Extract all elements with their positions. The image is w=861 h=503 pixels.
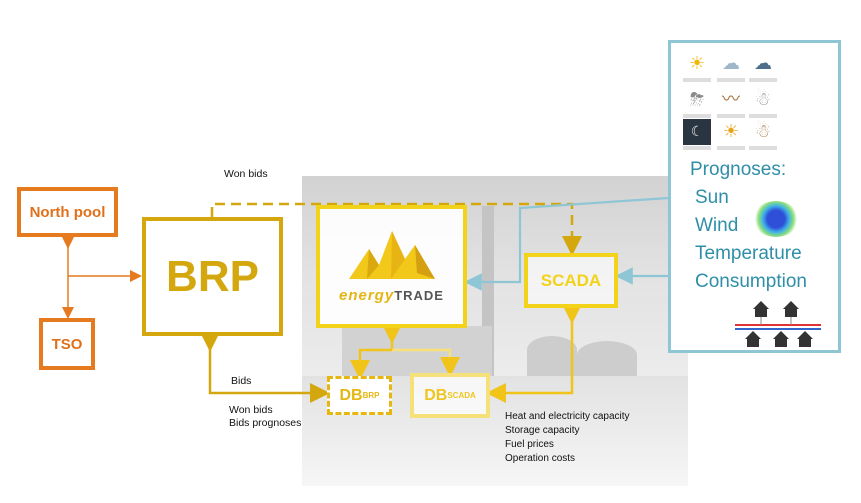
edge-scada-dbscada [486, 304, 582, 403]
db-scada-label: DB [424, 386, 448, 404]
db-input-item: Fuel prices [505, 439, 554, 450]
sun-icon: ☀ [688, 53, 706, 73]
north-pool-label: North pool [29, 203, 106, 221]
weather-icon-caption [749, 78, 777, 82]
brp-label: BRP [166, 251, 259, 301]
cloud-icon: ☁ [722, 53, 740, 73]
prognoses-title: Prognoses: [690, 159, 787, 180]
edge-prog-scada [464, 196, 669, 291]
prognosis-sun: Sun [695, 187, 729, 208]
energytrade-wordmark: energyTRADE [339, 287, 444, 304]
db-inputs-list: Heat and electricity capacity Storage ca… [505, 410, 630, 466]
db-brp-subscript: BRP [362, 391, 380, 400]
weather-icon-caption [717, 78, 745, 82]
db-brp-label: DB [339, 386, 363, 404]
tso-label: TSO [51, 335, 83, 353]
storm-icon: ⛈ [689, 89, 705, 109]
houses-network-icon [735, 301, 821, 347]
db-scada-subscript: SCADA [447, 391, 476, 400]
tso-box: TSO [39, 318, 95, 370]
db-input-item: Operation costs [505, 453, 576, 464]
edge-et-dbs [350, 324, 402, 380]
rain-cloud-icon: ☁ [754, 53, 772, 73]
weather-icon-caption [749, 114, 777, 118]
weather-icon-caption [683, 78, 711, 82]
energytrade-logo-icon [348, 231, 435, 279]
thermometer-snow-icon: ☃ [754, 121, 772, 141]
weather-icon-caption [683, 114, 711, 118]
wind-map-icon [753, 201, 799, 237]
weather-icon-caption [717, 146, 745, 150]
prognosis-wind: Wind [695, 215, 739, 236]
thermometer-sun-icon: ☀ [722, 121, 740, 141]
prognoses-panel: ☀ ☁ ☁ ⛈ 〰 ☃ ☾ ☀ ☃ Prognoses: Sun Wind Temperatur… [668, 40, 841, 353]
north-pool-box: North pool [17, 187, 118, 237]
scada-label: SCADA [540, 270, 602, 290]
edge-brp-dbbrp [200, 332, 330, 403]
scada-box: SCADA [524, 253, 618, 308]
prognosis-temperature: Temperature [695, 243, 802, 264]
edge-et-dbscada [392, 348, 460, 377]
weather-icon-caption [683, 146, 711, 150]
bids-prognoses-label: Bids prognoses [229, 417, 302, 429]
won-bids-top-label: Won bids [224, 168, 268, 180]
wind-icon: 〰 [722, 89, 740, 109]
weather-icon-caption [717, 114, 745, 118]
prognosis-consumption: Consumption [695, 271, 807, 292]
edge-won-bids [210, 202, 582, 256]
db-input-item: Heat and electricity capacity [505, 411, 630, 422]
energytrade-word-trade: TRADE [394, 288, 444, 303]
energytrade-word-energy: energy [339, 287, 395, 304]
night-icon: ☾ [683, 119, 711, 145]
brp-box: BRP [142, 217, 283, 336]
energytrade-box: energyTRADE [316, 205, 467, 328]
db-input-item: Storage capacity [505, 425, 580, 436]
weather-icon-caption [749, 146, 777, 150]
bids-label: Bids [231, 375, 252, 387]
won-bids-bottom-label: Won bids [229, 404, 273, 416]
snowman-icon: ☃ [754, 89, 772, 109]
